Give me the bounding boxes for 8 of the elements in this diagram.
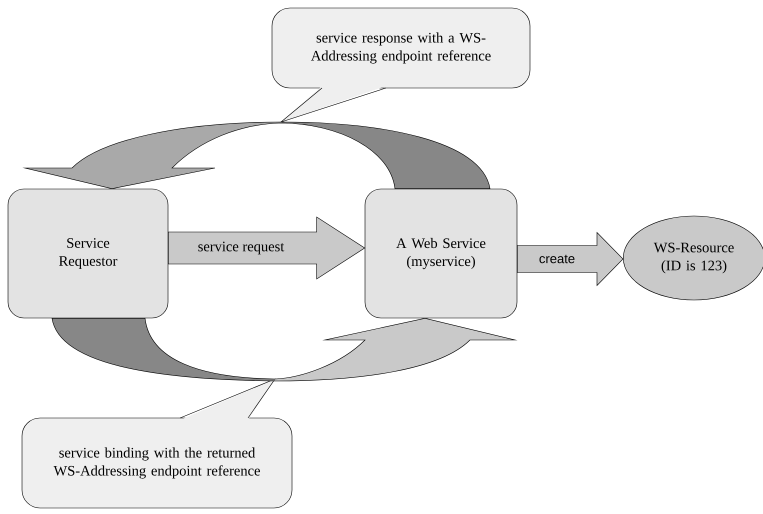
speech-bubble: service response with a WS-Addressing endpoint reference	[272, 8, 530, 123]
service-box: Service Requestor	[8, 188, 168, 318]
speech-bubble: service binding with the returned WS-Addressing endpoint reference	[22, 378, 292, 508]
edge-label: create	[538, 254, 576, 264]
service-box: A Web Service (myservice)	[364, 188, 518, 318]
curved-arrow	[52, 318, 516, 382]
edge-label: service request	[196, 240, 286, 256]
curved-arrow	[24, 122, 490, 189]
